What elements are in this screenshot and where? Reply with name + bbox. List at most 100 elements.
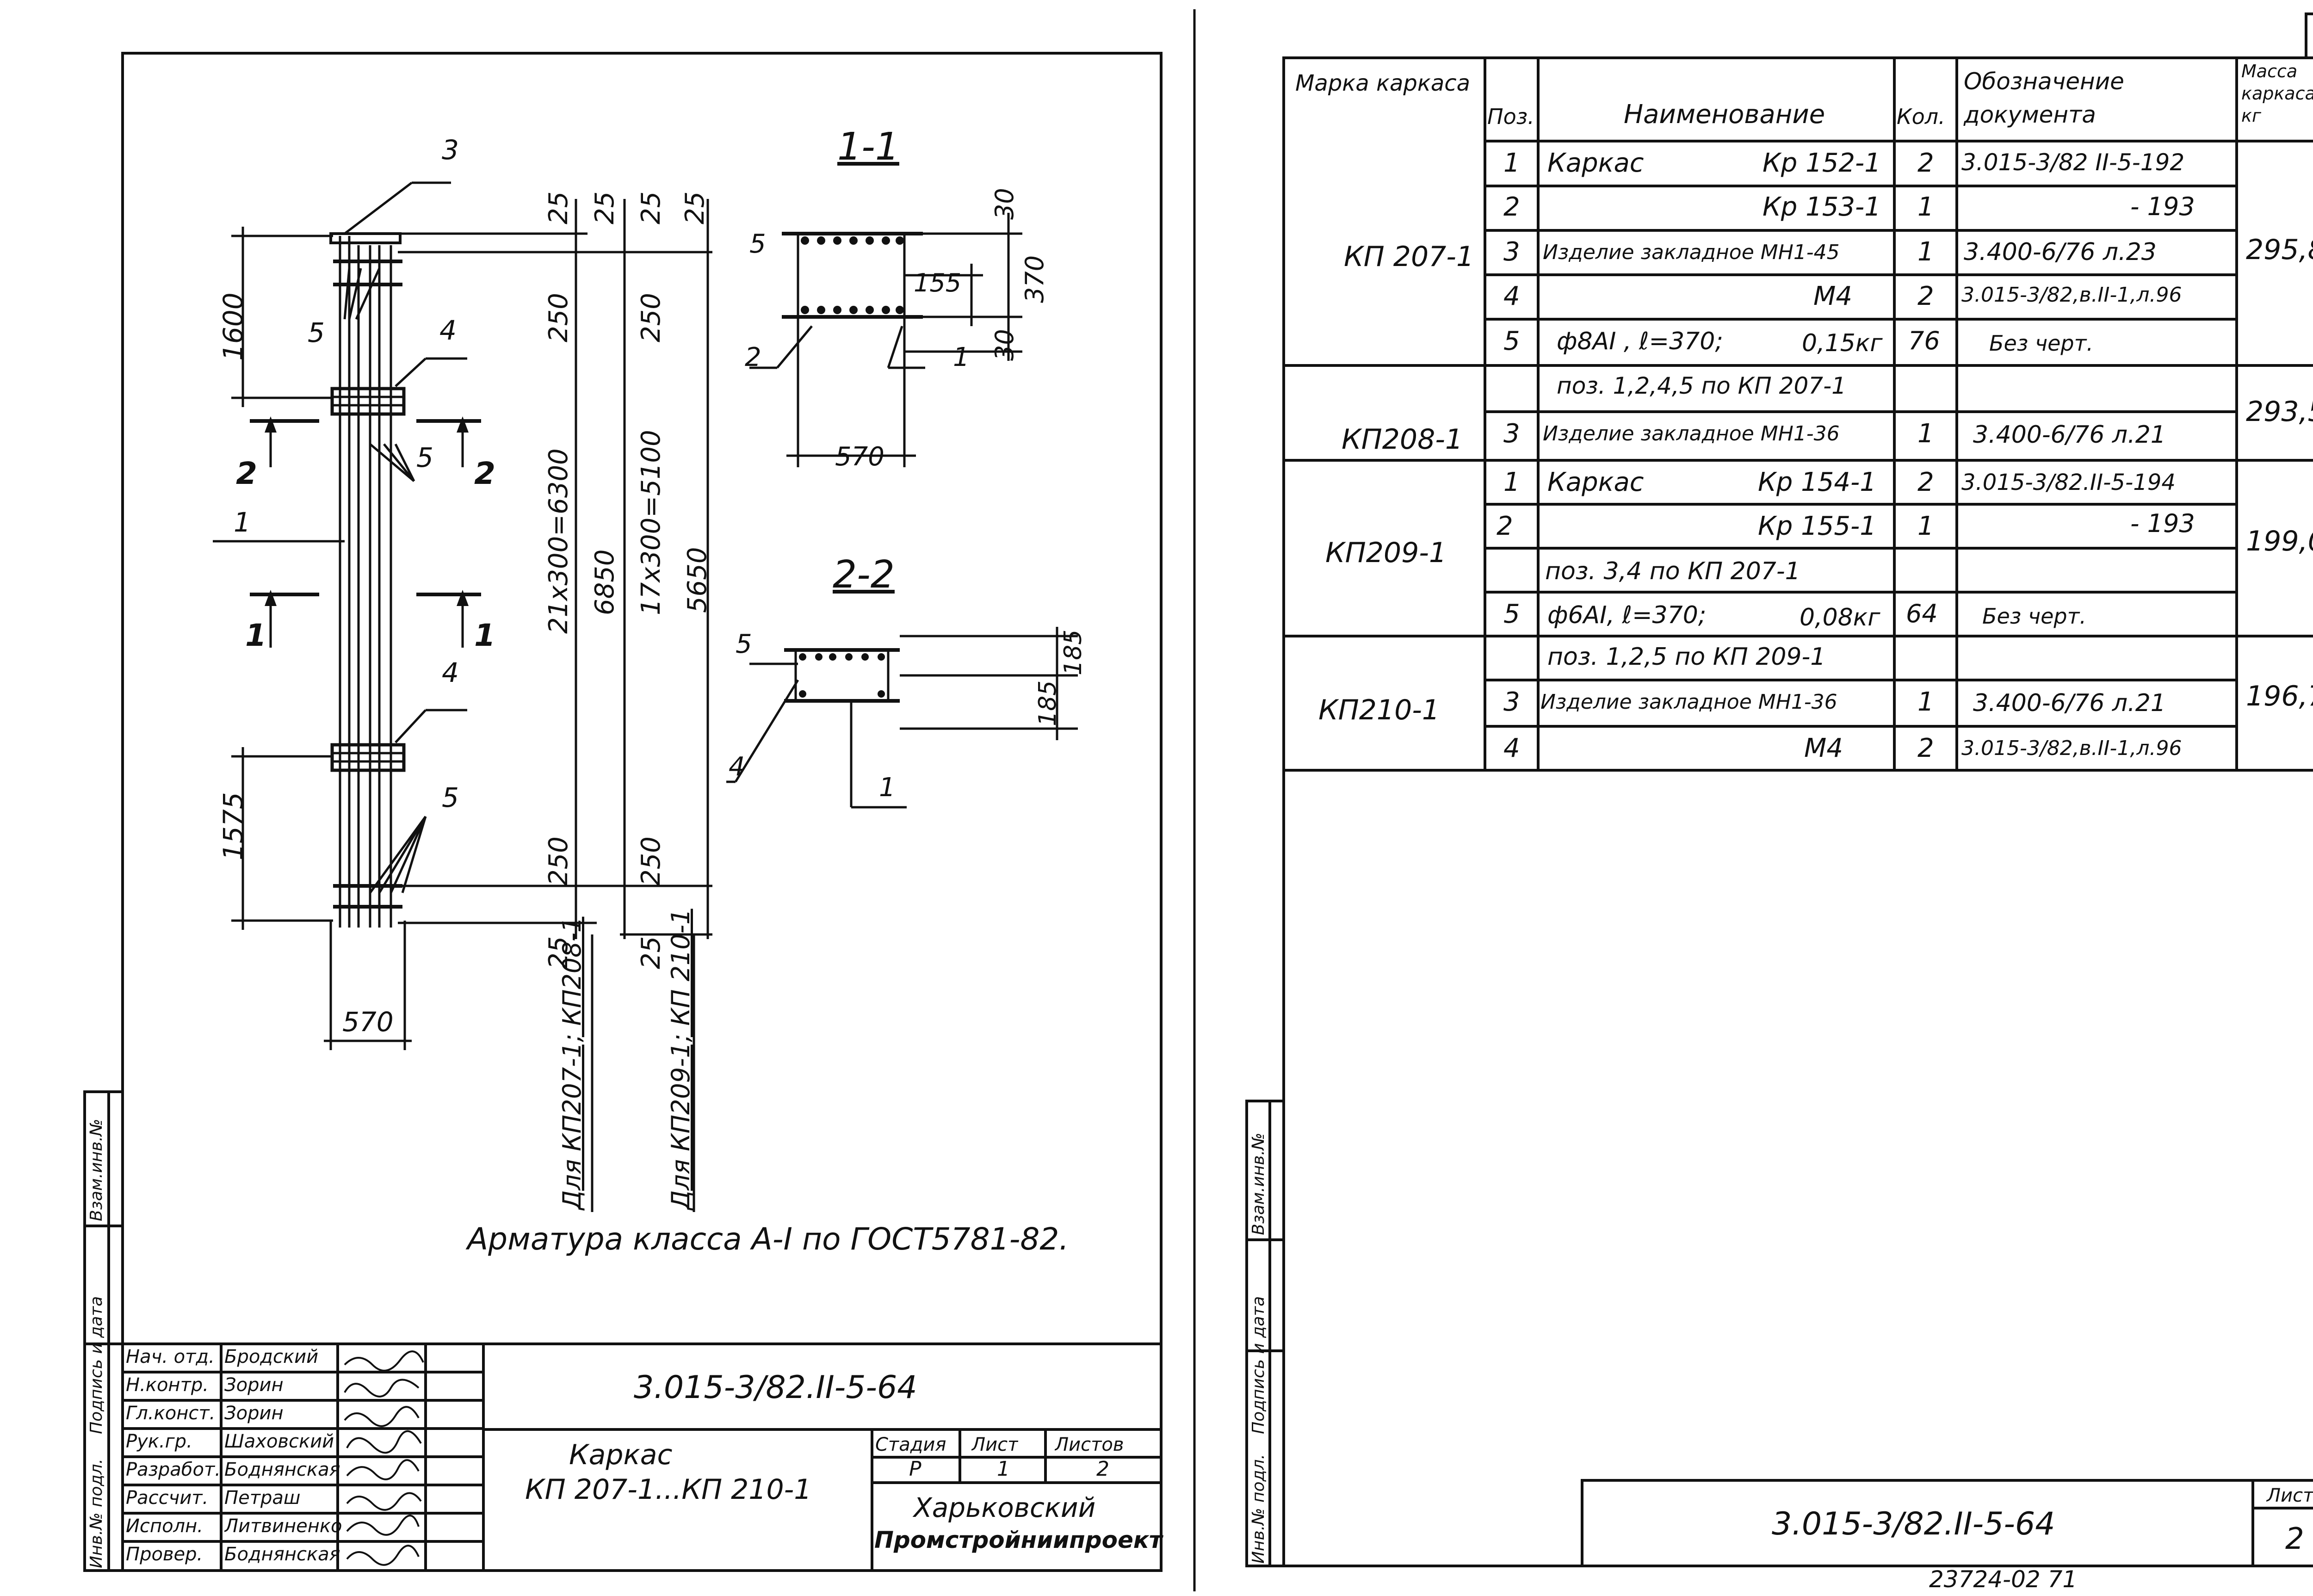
dim-6300: 21x300=6300 — [544, 448, 574, 634]
group-mark-1: КП 207-1 — [1344, 241, 1474, 273]
row-qty: 2 — [1917, 733, 1934, 763]
cut-mark-2-right: 2 — [474, 456, 495, 491]
row-name: поз. 1,2,5 по КП 209-1 — [1547, 643, 1826, 671]
footer-code: 23724-02 71 — [1929, 1566, 2078, 1593]
callout-5c: 5 — [442, 782, 459, 813]
row-name: ф6АI, ℓ=370; — [1547, 601, 1707, 629]
group-mass-2: 293,5 — [2246, 396, 2313, 428]
right-sheet-label: Лист — [2267, 1485, 2313, 1506]
side-stamp-3: Взам.инв.№ — [87, 1119, 106, 1221]
row-name2: Кр 153-1 — [1763, 192, 1881, 222]
dim-25a: 25 — [544, 191, 574, 224]
callout-4-sec2: 4 — [729, 752, 745, 782]
name-1: Бродский — [224, 1346, 319, 1367]
name-5: Боднянская — [224, 1459, 340, 1480]
callout-3: 3 — [442, 134, 459, 166]
row-name: Изделие закладное МН1-36 — [1543, 422, 1840, 445]
header-mark: Марка каркаса — [1295, 70, 1471, 96]
right-doc-code: 3.015-3/82.II-5-64 — [1772, 1506, 2055, 1542]
dim-1575: 1575 — [217, 792, 249, 860]
role-5: Разработ. — [126, 1459, 221, 1480]
name-4: Шаховский — [224, 1431, 334, 1452]
name-8: Боднянская — [224, 1544, 340, 1565]
org-line-2: Промстройниипроект — [874, 1527, 1163, 1553]
row-name2: М4 — [1813, 281, 1852, 311]
row-pos: 2 — [1497, 511, 1513, 541]
row-name2: 0,08кг — [1800, 604, 1880, 631]
dim-250b: 250 — [636, 293, 666, 342]
cut-mark-1-right: 1 — [474, 618, 495, 653]
role-3: Гл.конст. — [126, 1403, 216, 1424]
row-pos: 3 — [1503, 237, 1520, 267]
dim-5650: 5650 — [682, 547, 712, 613]
dim-25c: 25 — [636, 191, 666, 224]
row-doc: 3.400-6/76 л.21 — [1973, 689, 2166, 717]
row-name2: Кр 152-1 — [1763, 148, 1881, 178]
row-qty: 64 — [1906, 599, 1938, 628]
name-2: Зорин — [224, 1374, 284, 1396]
right-side-stamp-2: Подпись и дата — [1249, 1296, 1268, 1434]
role-8: Провер. — [126, 1544, 203, 1565]
header-doc: Обозначение документа — [1964, 68, 2124, 128]
row-name: поз. 3,4 по КП 207-1 — [1545, 557, 1800, 585]
row-name2: 0,15кг — [1802, 329, 1883, 357]
leader-note-2: Для КП209-1; КП 210-1 — [666, 909, 695, 1210]
title-doc-code: 3.015-3/82.II-5-64 — [634, 1369, 917, 1406]
row-name2: Кр 154-1 — [1758, 467, 1876, 497]
group-mass-4: 196,7 — [2246, 680, 2313, 712]
dim-185b: 185 — [1059, 629, 1087, 675]
title-line-1: Каркас — [569, 1439, 673, 1471]
leader-note-1: Для КП207-1; КП208-1 — [557, 916, 587, 1210]
sheets-value: 2 — [1096, 1457, 1109, 1481]
row-name: Каркас — [1547, 467, 1644, 497]
row-doc: - 193 — [2130, 509, 2195, 538]
row-qty: 2 — [1917, 281, 1934, 311]
row-doc: Без черт. — [1982, 604, 2087, 629]
dim-25f: 25 — [636, 936, 666, 969]
row-qty: 76 — [1908, 326, 1940, 355]
row-pos: 4 — [1503, 281, 1520, 311]
name-6: Петраш — [224, 1487, 301, 1509]
row-pos: 1 — [1503, 148, 1520, 178]
group-mass-1: 295,8 — [2246, 234, 2313, 266]
role-6: Рассчит. — [126, 1487, 209, 1509]
sheets-header: Листов — [1055, 1434, 1124, 1455]
row-qty: 1 — [1917, 237, 1934, 267]
header-pos: Поз. — [1487, 104, 1534, 129]
dim-155: 155 — [914, 268, 962, 297]
role-4: Рук.гр. — [126, 1431, 192, 1452]
right-sheet-number: 2 — [2285, 1522, 2304, 1556]
title-line-2: КП 207-1...КП 210-1 — [525, 1473, 812, 1506]
dim-185a: 185 — [1034, 680, 1062, 726]
role-7: Исполн. — [126, 1516, 203, 1537]
right-side-stamp-1: Инв.№ подл. — [1249, 1454, 1268, 1564]
group-mark-2: КП208-1 — [1342, 423, 1463, 456]
dim-25b: 25 — [590, 191, 620, 224]
callout-5-sec2: 5 — [736, 629, 752, 659]
callout-1-sec2: 1 — [879, 773, 896, 803]
sheet-header: Лист — [971, 1434, 1019, 1455]
role-2: Н.контр. — [126, 1374, 209, 1396]
row-qty: 2 — [1917, 148, 1934, 178]
header-qty: Кол. — [1897, 104, 1945, 129]
row-name: Изделие закладное МН1-45 — [1543, 241, 1840, 264]
row-doc: 3.015-3/82.II-5-194 — [1961, 470, 2176, 495]
name-7: Литвиненко — [224, 1516, 342, 1537]
row-qty: 1 — [1917, 687, 1934, 717]
header-name: Наименование — [1624, 99, 1825, 130]
dim-25d: 25 — [680, 191, 710, 224]
group-mass-3: 199,0 — [2246, 525, 2313, 557]
group-mark-4: КП210-1 — [1318, 694, 1440, 726]
row-doc: Без черт. — [1989, 331, 2094, 356]
row-qty: 1 — [1917, 192, 1934, 222]
row-doc: 3.400-6/76 л.21 — [1973, 421, 2166, 449]
dim-570-sec1: 570 — [835, 442, 884, 472]
row-pos: 1 — [1503, 467, 1520, 497]
row-pos: 3 — [1503, 687, 1520, 717]
callout-5a: 5 — [308, 317, 325, 348]
callout-5b: 5 — [416, 442, 433, 473]
row-doc: 3.015-3/82,в.II-1,л.96 — [1961, 736, 2182, 760]
header-mass: Масса каркаса, кг — [2241, 61, 2313, 126]
callout-2-sec1: 2 — [745, 342, 761, 372]
